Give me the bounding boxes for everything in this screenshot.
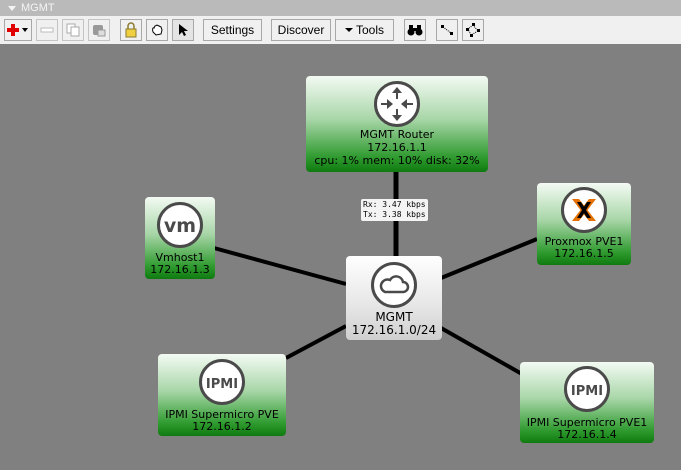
node-vmhost[interactable]: vm Vmhost1 172.16.1.3 [145,197,215,279]
node-ipmi2[interactable]: IPMI IPMI Supermicro PVE1 172.16.1.4 [520,362,654,443]
proxmox-name: Proxmox PVE1 [544,235,624,248]
svg-text:IPMI: IPMI [571,384,603,399]
router-name: MGMT Router [359,128,435,141]
window-titlebar[interactable]: MGMT [0,0,681,16]
link-vmhost-network[interactable] [213,246,347,286]
paste-icon [93,25,106,37]
svg-text:vm: vm [164,215,196,237]
vmware-icon: vm [157,202,203,248]
tools-dropdown[interactable]: Tools [335,19,394,41]
node-proxmox[interactable]: Proxmox PVE1 172.16.1.5 [537,183,631,265]
layout-icon [466,23,480,37]
svg-text:IPMI: IPMI [206,377,238,392]
toolbar: Settings Discover Tools [0,16,681,44]
link-tool-icon [441,25,453,35]
add-button[interactable] [4,19,32,41]
binoculars-icon [407,25,423,36]
find-button[interactable] [404,19,426,41]
ipmi-icon: IPMI [564,366,610,412]
hand-button[interactable] [146,19,168,41]
window-title: MGMT [21,2,55,14]
pointer-button[interactable] [172,19,194,41]
ipmi2-name: IPMI Supermicro PVE1 [526,416,648,429]
link-tool-button[interactable] [436,19,458,41]
network-subnet: 172.16.1.0/24 [351,323,437,337]
discover-button[interactable]: Discover [271,19,331,41]
copy-button[interactable] [62,19,84,41]
router-icon [374,81,420,127]
link-ipmi1-network[interactable] [285,324,347,360]
lock-icon [125,22,137,38]
proxmox-icon [561,187,607,233]
settings-button[interactable]: Settings [203,19,262,41]
network-name: MGMT [375,310,413,324]
vmhost-ip: 172.16.1.3 [150,263,210,276]
layout-button[interactable] [462,19,484,41]
lock-button[interactable] [120,19,142,41]
minus-icon [40,27,54,33]
ipmi1-ip: 172.16.1.2 [192,420,252,433]
remove-button[interactable] [36,19,58,41]
node-network[interactable]: MGMT 172.16.1.0/24 [346,256,442,340]
pointer-icon [179,24,188,36]
router-ip: 172.16.1.1 [367,141,427,154]
node-ipmi1[interactable]: IPMI IPMI Supermicro PVE 172.16.1.2 [158,354,286,436]
paste-button[interactable] [88,19,110,41]
ipmi1-name: IPMI Supermicro PVE [165,408,279,421]
collapse-triangle-icon[interactable] [8,6,16,11]
link-ipmi2-network[interactable] [440,326,523,376]
dropdown-arrow-icon [344,28,353,32]
rx-rate: Rx: 3.47 kbps [363,200,426,209]
hand-icon [152,24,163,36]
copy-icon [66,23,80,37]
router-stats: cpu: 1% mem: 10% disk: 32% [314,154,480,167]
cloud-icon [371,262,417,308]
tools-label: Tools [355,23,384,37]
network-map-canvas[interactable]: Rx: 3.47 kbps Tx: 3.38 kbps MGMT Router … [0,44,681,470]
node-router[interactable]: MGMT Router 172.16.1.1 cpu: 1% mem: 10% … [306,76,488,172]
plus-icon [7,24,28,36]
link-proxmox-network[interactable] [440,237,538,280]
link-traffic-label: Rx: 3.47 kbps Tx: 3.38 kbps [361,199,428,221]
ipmi-icon: IPMI [199,359,245,405]
network-links [213,171,538,376]
vmhost-name: Vmhost1 [155,251,205,264]
proxmox-ip: 172.16.1.5 [554,247,614,260]
tx-rate: Tx: 3.38 kbps [363,210,426,219]
ipmi2-ip: 172.16.1.4 [557,428,617,441]
